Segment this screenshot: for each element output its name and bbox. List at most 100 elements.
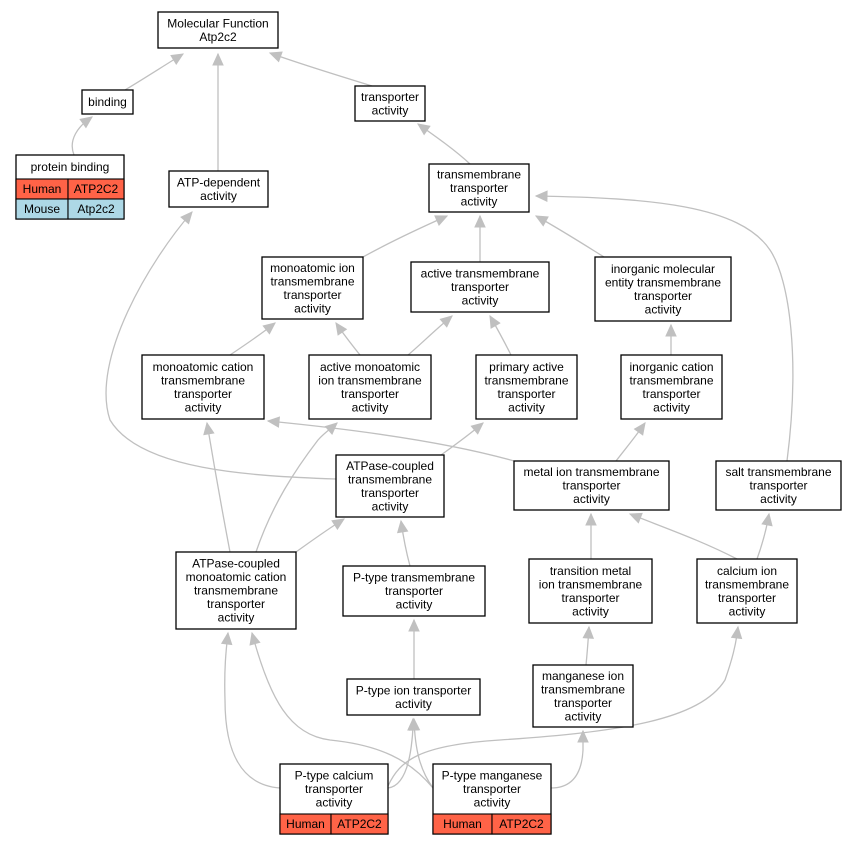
- node-label-line: transporter: [207, 597, 265, 611]
- node-frame: [81, 89, 134, 115]
- node-label-line: activity: [372, 499, 409, 513]
- edge-ptypetm-to-atpase: [396, 519, 411, 567]
- edge-tmt-to-transp: [417, 123, 471, 165]
- node-label-line: manganese ion: [542, 669, 624, 683]
- go-term-primact[interactable]: primary activetransmembranetransporterac…: [475, 354, 578, 420]
- arrowhead: [434, 215, 449, 226]
- go-term-monocat[interactable]: monoatomic cationtransmembranetransporte…: [141, 354, 265, 420]
- species-label: Mouse: [24, 202, 60, 216]
- node-frame: [513, 460, 670, 511]
- node-label-line: activity: [395, 697, 432, 711]
- edge-atpmono-to-atpase: [295, 518, 346, 553]
- node-label-line: transmembrane: [629, 373, 713, 387]
- arrowhead: [266, 416, 281, 428]
- go-term-ptypemn[interactable]: P-type manganesetransporteractivityHuman…: [432, 763, 552, 835]
- node-frame: [342, 565, 486, 617]
- edge-metal-to-inorgcat: [615, 422, 646, 462]
- node-label-line: activity: [185, 400, 222, 414]
- edge-ptypeion-to-ptypetm: [408, 618, 420, 679]
- go-term-mang[interactable]: manganese iontransmembranetransporteract…: [532, 664, 634, 728]
- arrowhead: [331, 518, 346, 531]
- arrowhead: [262, 322, 276, 335]
- arrowhead: [324, 422, 338, 435]
- species-label: Human: [443, 817, 482, 831]
- species-label: Human: [286, 817, 325, 831]
- node-frame: [696, 558, 798, 624]
- node-label-line: transporter: [642, 387, 700, 401]
- node-frame: [620, 354, 723, 420]
- species-label: Human: [23, 182, 62, 196]
- edge-ptypemn-to-ptypeion: [408, 717, 434, 789]
- node-label-line: transporter: [634, 289, 692, 303]
- node-label-line: monoatomic cation: [153, 360, 254, 374]
- node-label-line: transmembrane: [437, 168, 521, 182]
- arrowhead: [577, 729, 589, 743]
- arrowhead: [170, 53, 185, 65]
- arrowhead: [220, 631, 233, 646]
- arrowhead: [417, 123, 431, 136]
- node-frame: [157, 11, 279, 49]
- node-label-line: transmembrane: [348, 472, 432, 486]
- node-label-line: ATP-dependent: [177, 175, 261, 189]
- node-frame: [532, 664, 634, 728]
- go-term-atpase[interactable]: ATPase-coupledtransmembranetransporterac…: [335, 454, 445, 518]
- edge-salt-to-tmt: [534, 190, 794, 462]
- arrowhead: [730, 625, 743, 640]
- go-term-inorgcat[interactable]: inorganic cationtransmembranetransporter…: [620, 354, 723, 420]
- go-term-metal[interactable]: metal ion transmembranetransporteractivi…: [513, 460, 670, 511]
- node-label-line: ATPase-coupled: [346, 459, 434, 473]
- node-frame: [335, 454, 445, 518]
- node-frame: [528, 558, 653, 624]
- go-term-binding[interactable]: binding: [81, 89, 134, 115]
- edge-protbind-to-binding: [71, 116, 93, 156]
- node-label-line: transition metal: [550, 564, 631, 578]
- node-label-line: P-type ion transporter: [356, 683, 471, 697]
- go-term-mono[interactable]: monoatomic iontransmembranetransporterac…: [261, 256, 364, 320]
- node-label-line: transmembrane: [541, 682, 625, 696]
- node-label-line: calcium ion: [717, 564, 777, 578]
- node-label-line: inorganic cation: [629, 360, 713, 374]
- node-label-line: activity: [572, 604, 609, 618]
- arrowhead: [203, 421, 215, 436]
- node-label-line: transporter: [749, 479, 807, 493]
- node-label-line: ATPase-coupled: [192, 557, 280, 571]
- edge-primact-to-activetm: [489, 314, 512, 356]
- node-frame: [141, 354, 265, 420]
- node-label-line: monoatomic ion: [270, 261, 355, 275]
- go-term-calcium[interactable]: calcium iontransmembranetransporteractiv…: [696, 558, 798, 624]
- node-label-line: transporter: [497, 387, 555, 401]
- node-label-line: inorganic molecular: [611, 262, 715, 276]
- node-label-line: activity: [396, 598, 433, 612]
- node-label-line: transporter: [174, 387, 232, 401]
- node-label-line: activity: [573, 492, 610, 506]
- node-label-line: activity: [760, 492, 797, 506]
- node-label-line: activity: [653, 400, 690, 414]
- node-label-line: transporter: [341, 387, 399, 401]
- gene-symbol: ATP2C2: [337, 817, 382, 831]
- edge-ptypemn-to-atpmono: [249, 631, 434, 789]
- edge-actmono-to-activetm: [407, 315, 453, 356]
- arrowhead: [268, 51, 283, 63]
- arrowhead: [249, 631, 261, 646]
- arrowhead: [212, 52, 224, 66]
- node-label-line: transporter: [562, 479, 620, 493]
- edge-calcium-to-salt: [756, 512, 773, 560]
